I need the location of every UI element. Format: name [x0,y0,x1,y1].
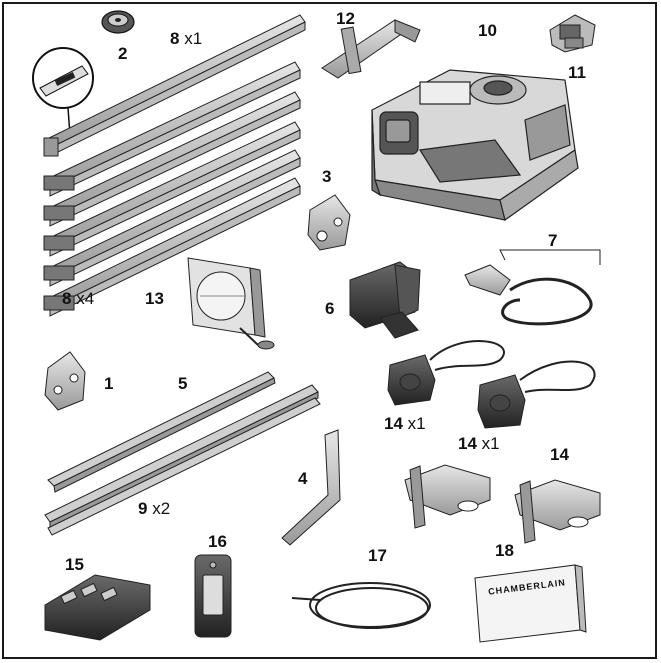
straight-door-arms [44,384,321,536]
label-part-13: 13 [145,289,164,308]
end-cap [549,14,596,53]
rail-sections-stack [43,61,301,317]
label-part-7: 7 [548,231,558,250]
safety-sensor-left [387,340,505,406]
remote-control [44,574,151,641]
opener-motor-unit [371,69,579,221]
label-part-8-front: 8 x1 [170,29,203,48]
label-part-12: 12 [336,9,355,28]
label-part-14-left-sensor: 14 x1 [384,414,426,433]
bell-wire-coil [291,582,431,629]
label-part-15: 15 [65,555,84,574]
sensor-brackets [404,464,601,544]
warning-placard-pouch [187,257,275,350]
door-arm-bracket [321,19,421,79]
rail-detail-magnifier [32,47,94,136]
label-part-8-stack: 8 x4 [62,289,95,308]
label-part-16: 16 [208,532,227,551]
label-part-10: 10 [478,21,497,40]
door-control-button [194,554,232,638]
owners-manual [474,564,587,643]
label-part-5: 5 [178,374,188,393]
label-part-3: 3 [322,167,332,186]
label-part-1: 1 [104,374,114,393]
door-bracket [44,351,86,411]
label-part-4: 4 [298,469,308,488]
safety-sensor-right [477,360,596,429]
label-part-18: 18 [495,541,514,560]
pulley [101,10,135,34]
label-part-14-brackets: 14 [550,445,569,464]
rail-section-front [43,14,306,157]
label-part-2: 2 [118,44,128,63]
curved-arm-bracket [281,429,341,546]
label-part-14-right-sensor: 14 x1 [458,434,500,453]
trolley-assembly [349,261,421,339]
wall-control-with-wire [464,249,601,326]
label-part-9: 9 x2 [138,499,171,518]
curved-door-arm [47,371,276,493]
label-part-6: 6 [325,299,335,318]
label-part-11: 11 [568,63,586,82]
header-bracket [307,194,351,251]
label-part-17: 17 [368,546,387,565]
